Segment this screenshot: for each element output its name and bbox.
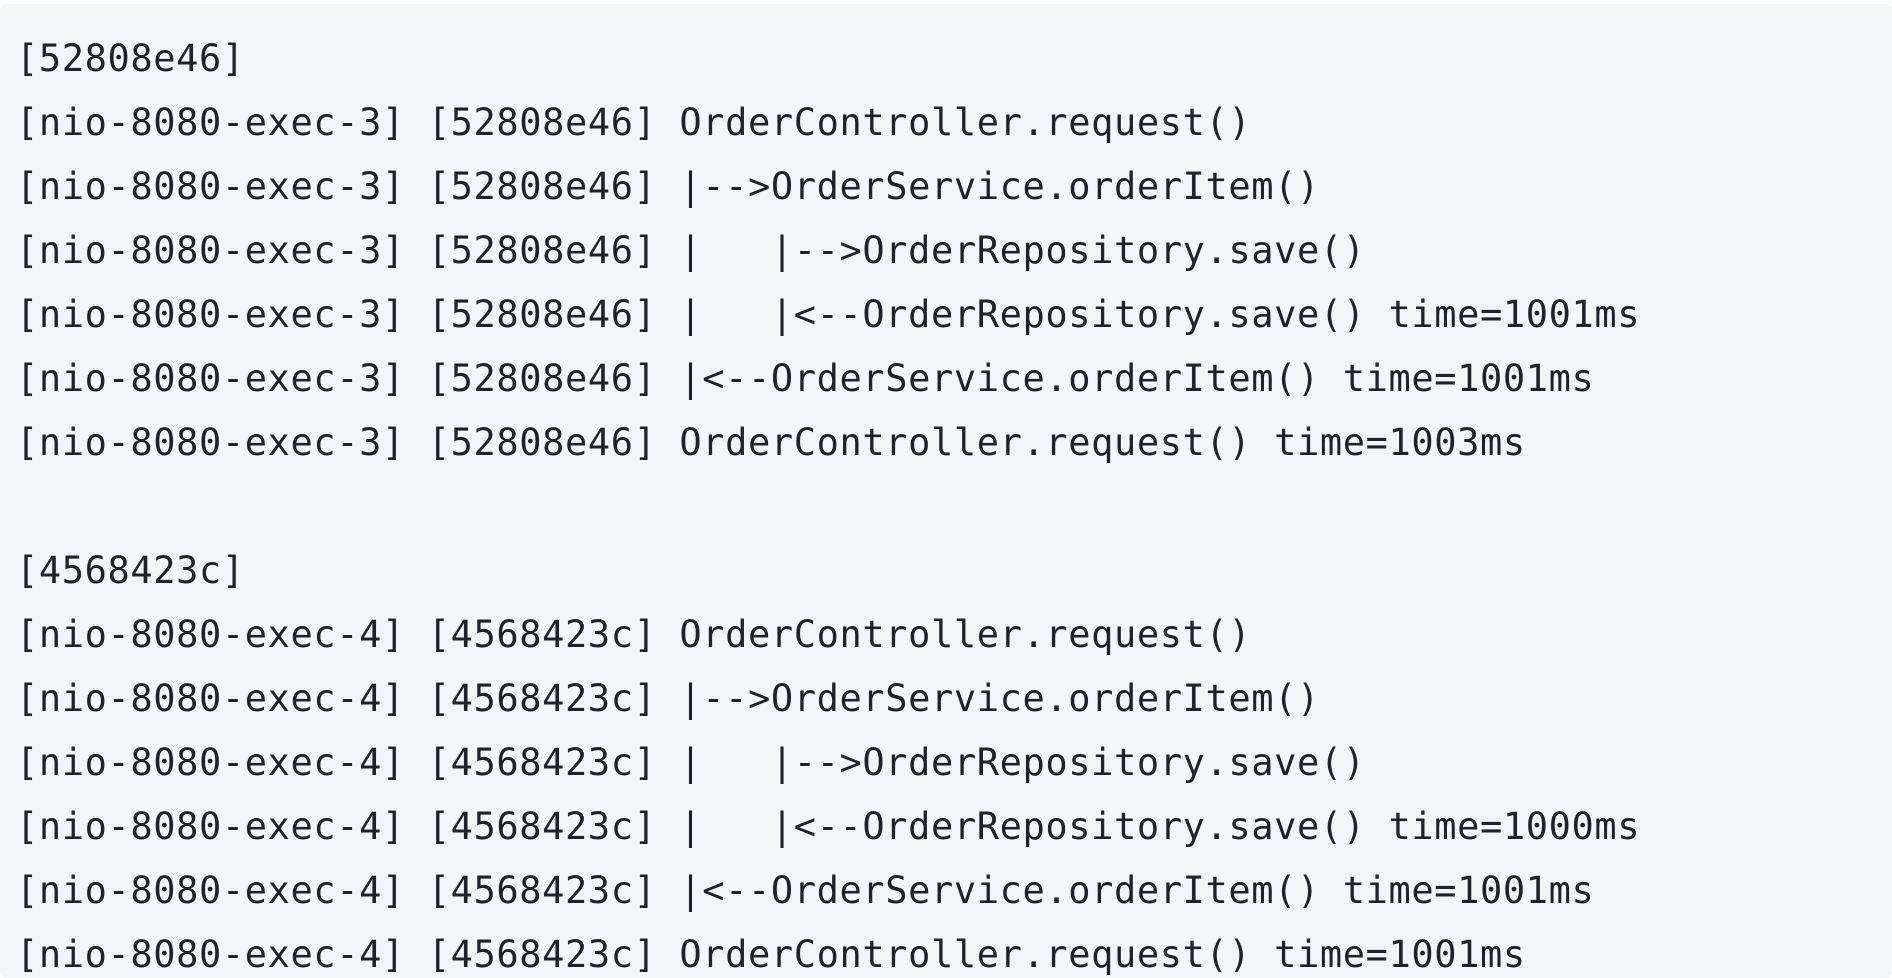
log-line: [nio-8080-exec-3] [52808e46] |-->OrderSe…	[16, 165, 1320, 208]
log-line: [nio-8080-exec-3] [52808e46] OrderContro…	[16, 101, 1252, 144]
log-line: [nio-8080-exec-4] [4568423c] OrderContro…	[16, 613, 1252, 656]
trace-id-header: [4568423c]	[16, 549, 245, 592]
log-line: [nio-8080-exec-3] [52808e46] | |<--Order…	[16, 293, 1641, 336]
trace-id-header: [52808e46]	[16, 37, 245, 80]
log-line: [nio-8080-exec-3] [52808e46] | |-->Order…	[16, 229, 1366, 272]
log-line: [nio-8080-exec-4] [4568423c] | |-->Order…	[16, 741, 1366, 784]
log-line: [nio-8080-exec-4] [4568423c] | |<--Order…	[16, 805, 1641, 848]
log-line: [nio-8080-exec-4] [4568423c] |-->OrderSe…	[16, 677, 1320, 720]
log-line: [nio-8080-exec-3] [52808e46] OrderContro…	[16, 421, 1526, 464]
blank-line	[16, 475, 1892, 539]
log-code-block: [52808e46] [nio-8080-exec-3] [52808e46] …	[0, 4, 1892, 978]
log-line: [nio-8080-exec-4] [4568423c] |<--OrderSe…	[16, 869, 1595, 912]
log-line: [nio-8080-exec-4] [4568423c] OrderContro…	[16, 933, 1526, 976]
log-line: [nio-8080-exec-3] [52808e46] |<--OrderSe…	[16, 357, 1595, 400]
